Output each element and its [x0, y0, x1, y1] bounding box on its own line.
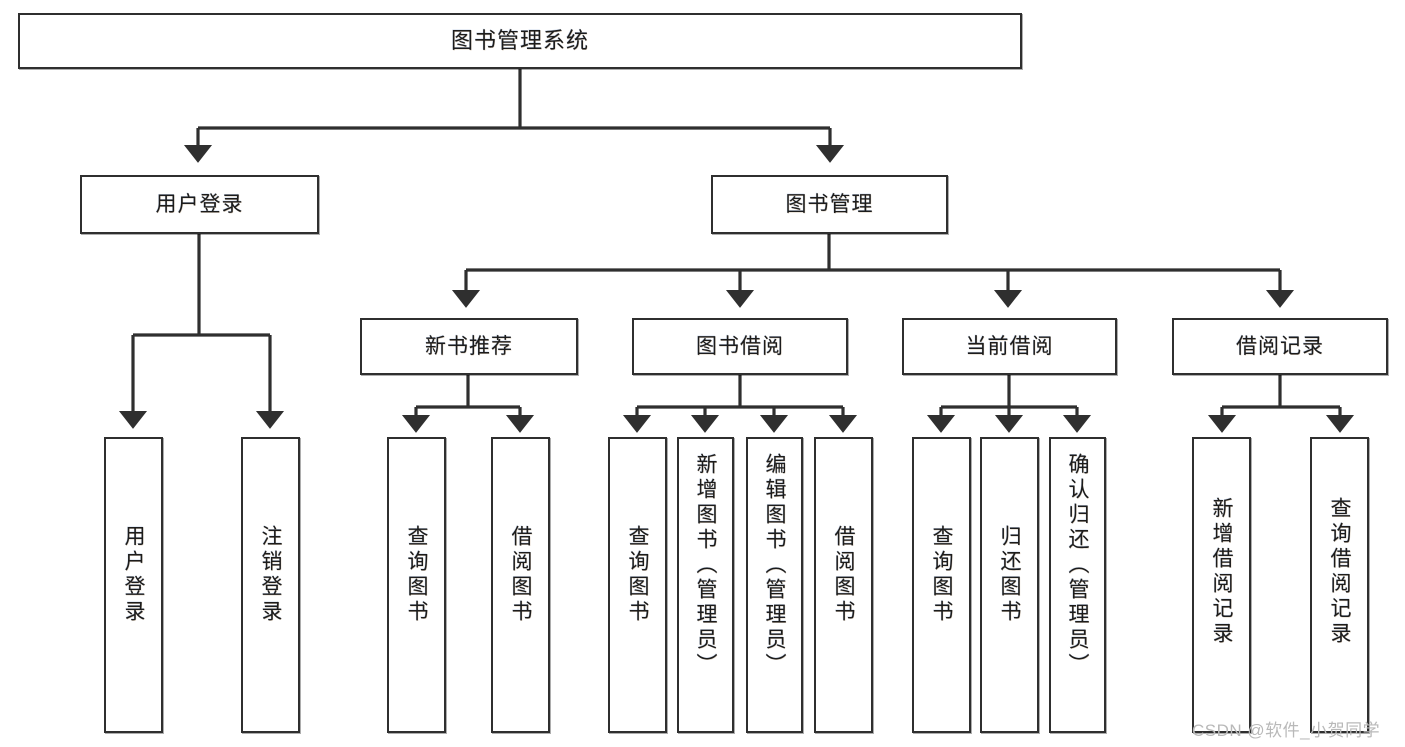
leaf-book-borrow-borrow[interactable]: 借阅图书	[814, 437, 873, 733]
node-label: 注销登录	[259, 525, 282, 625]
node-user-login[interactable]: 用户登录	[80, 175, 319, 234]
node-new-book-recommend[interactable]: 新书推荐	[360, 318, 578, 375]
node-label: 图书借阅	[696, 334, 784, 358]
node-label: 用户登录	[122, 525, 145, 625]
node-label: 查询图书	[626, 525, 649, 625]
node-label: 图书管理	[785, 192, 874, 216]
node-label: 当前借阅	[965, 334, 1054, 358]
leaf-borrow-record-query[interactable]: 查询借阅记录	[1310, 437, 1369, 733]
node-label: 用户登录	[155, 192, 244, 216]
csdn-watermark: CSDN @软件_小贺同学	[1192, 721, 1381, 740]
node-current-borrow[interactable]: 当前借阅	[902, 318, 1117, 375]
node-label: 查询图书	[405, 525, 428, 625]
node-book-borrow[interactable]: 图书借阅	[632, 318, 848, 375]
leaf-current-borrow-return[interactable]: 归还图书	[980, 437, 1039, 733]
leaf-new-book-query[interactable]: 查询图书	[387, 437, 446, 733]
node-label: 归还图书	[998, 525, 1021, 625]
leaf-user-login-login[interactable]: 用户登录	[104, 437, 163, 733]
node-label: 查询借阅记录	[1328, 497, 1351, 647]
node-borrow-record[interactable]: 借阅记录	[1172, 318, 1388, 375]
leaf-current-borrow-confirm-admin[interactable]: 确认归还（管理员）	[1049, 437, 1106, 733]
leaf-book-borrow-query[interactable]: 查询图书	[608, 437, 667, 733]
node-label: 新增图书（管理员）	[694, 453, 717, 678]
node-label: 编辑图书（管理员）	[763, 453, 786, 678]
node-label: 借阅图书	[509, 525, 532, 625]
node-label: 新增借阅记录	[1210, 497, 1233, 647]
leaf-current-borrow-query[interactable]: 查询图书	[912, 437, 971, 733]
leaf-book-borrow-edit-admin[interactable]: 编辑图书（管理员）	[746, 437, 803, 733]
node-label: 确认归还（管理员）	[1066, 453, 1089, 678]
leaf-borrow-record-add[interactable]: 新增借阅记录	[1192, 437, 1251, 733]
node-book-management[interactable]: 图书管理	[711, 175, 948, 234]
leaf-new-book-borrow[interactable]: 借阅图书	[491, 437, 550, 733]
node-label: 借阅图书	[832, 525, 855, 625]
node-root-system[interactable]: 图书管理系统	[18, 13, 1022, 69]
node-label: 新书推荐	[425, 334, 513, 358]
leaf-user-login-logout[interactable]: 注销登录	[241, 437, 300, 733]
leaf-book-borrow-add-admin[interactable]: 新增图书（管理员）	[677, 437, 734, 733]
node-label: 借阅记录	[1236, 334, 1324, 358]
node-label: 查询图书	[930, 525, 953, 625]
node-label: 图书管理系统	[450, 27, 589, 53]
